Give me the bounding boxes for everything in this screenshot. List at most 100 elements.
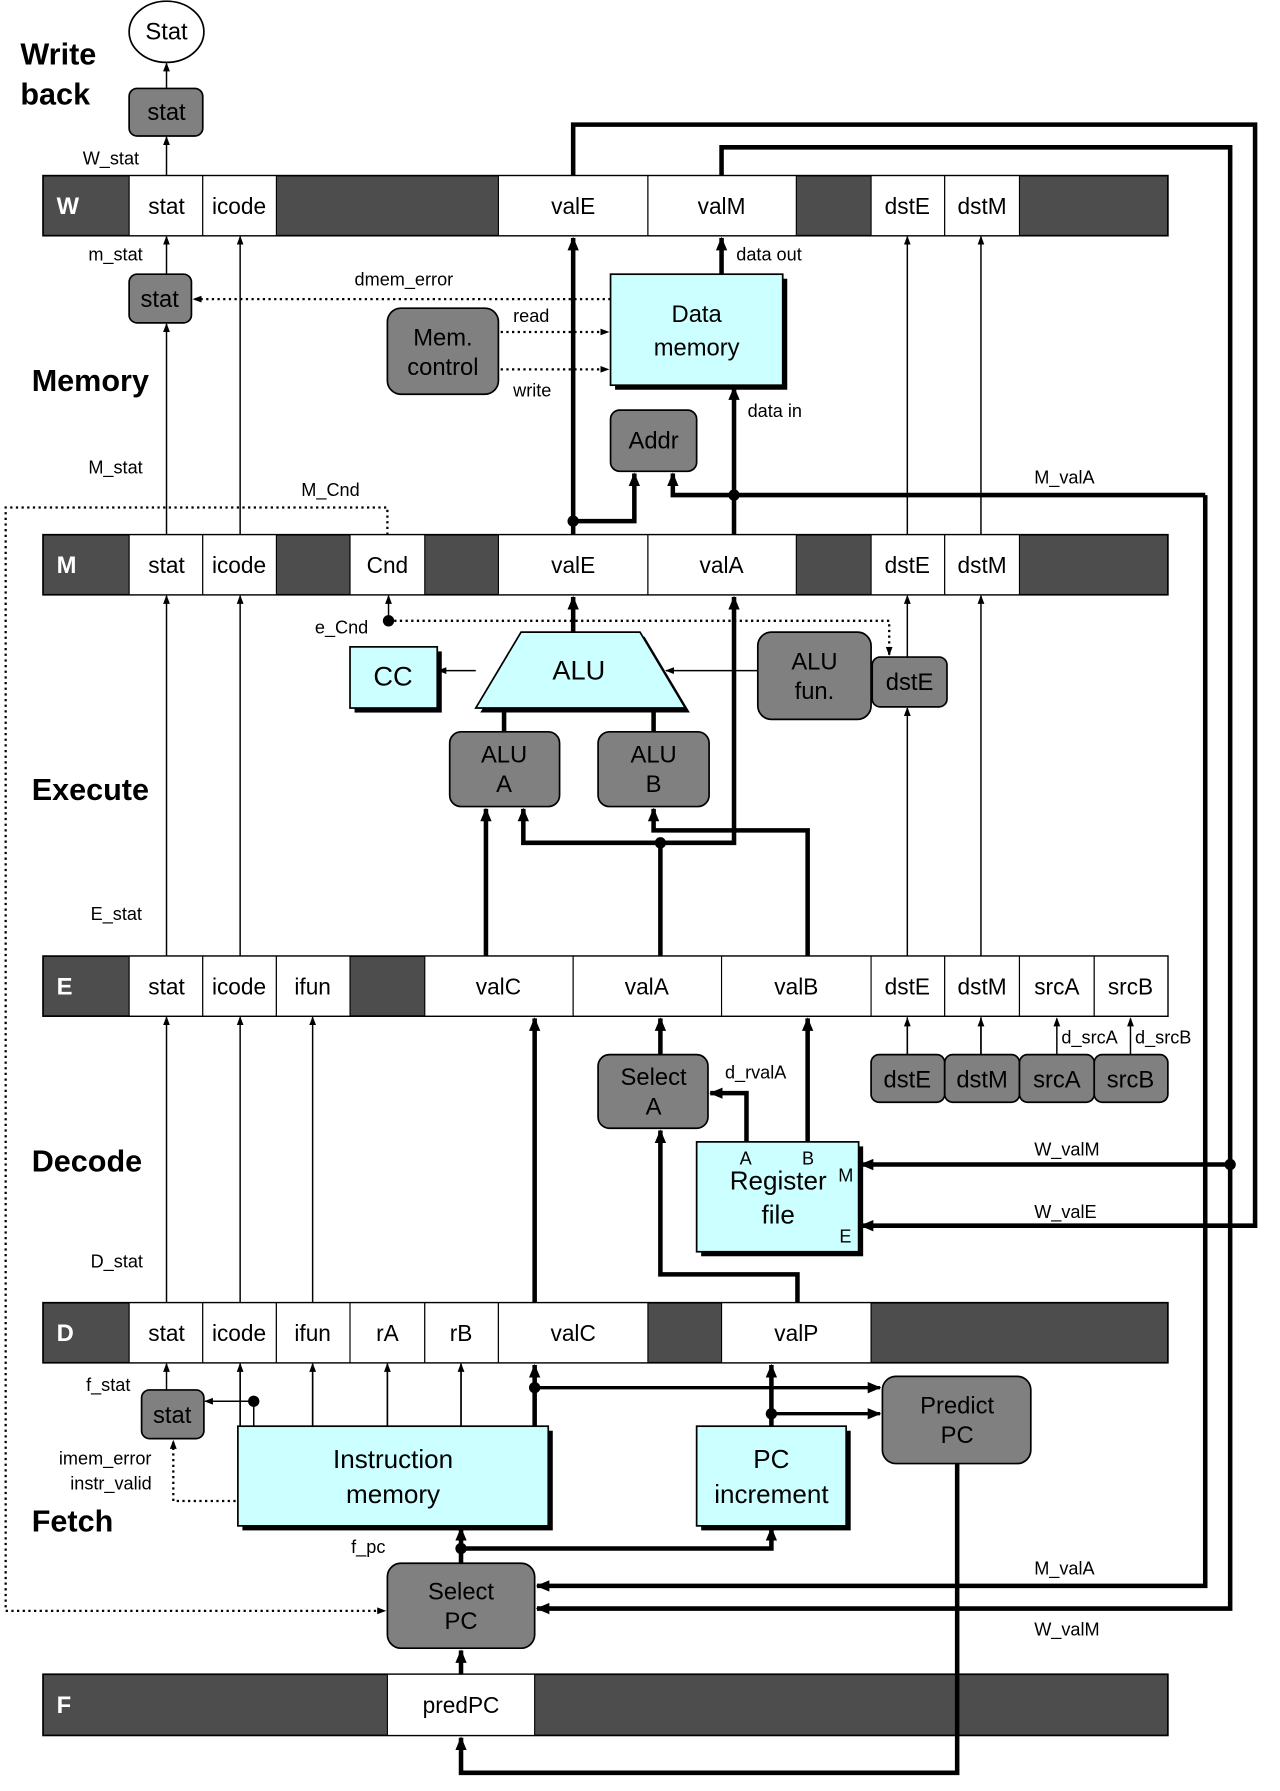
sig-m-stat: m_stat [88, 245, 142, 266]
w-dste: dstE [885, 193, 930, 219]
w-icode: icode [212, 193, 266, 219]
stage-writeback: Write [20, 38, 96, 72]
d-srca-label: srcA [1033, 1067, 1081, 1094]
mem-control-label-2: control [407, 354, 478, 381]
port-b: B [802, 1149, 814, 1169]
stat-output-label: Stat [145, 19, 188, 46]
sig-read: read [513, 306, 549, 326]
sig-d-srcb: d_srcB [1135, 1027, 1191, 1048]
sig-imem-error: imem_error [59, 1449, 152, 1470]
stage-decode: Decode [32, 1144, 142, 1178]
w-stat: stat [148, 193, 185, 219]
d-dste-label: dstE [884, 1067, 932, 1094]
cc-block [349, 646, 439, 709]
sig-M-vala-2: M_valA [1034, 1559, 1095, 1580]
mem-control [386, 307, 500, 396]
cc-label: CC [373, 660, 412, 691]
w-stat-block-label: stat [147, 99, 186, 126]
stage-memory: Memory [32, 364, 149, 398]
stage-execute: Execute [32, 773, 149, 807]
alu-a-label: ALU [481, 741, 527, 768]
mem-control-label: Mem. [413, 325, 472, 352]
d-srcb-label: srcB [1107, 1067, 1155, 1094]
pipeline-register-w: W stat icode valE valM dstE dstM [42, 174, 1169, 237]
w-valm: valM [698, 193, 746, 219]
pipeline-register-d: D stat icode ifun rA rB valC valP [42, 1301, 1169, 1364]
instruction-memory-label: Instruction [333, 1444, 453, 1474]
sig-M-vala: M_valA [1034, 468, 1095, 489]
select-pc-label: Select [428, 1579, 494, 1606]
blocks: Stat stat stat Mem. control Data memory … [128, 0, 1169, 1650]
predict-pc-label: Predict [920, 1393, 994, 1420]
data-memory-label-2: memory [654, 335, 740, 362]
select-a-label: Select [621, 1064, 687, 1091]
predict-pc-label-2: PC [941, 1422, 974, 1449]
alu-fun [756, 631, 872, 721]
register-label: M [57, 552, 77, 579]
pipeline-register-f: F predPC [42, 1673, 1169, 1737]
pipeline-register-m: M stat icode Cnd valE valA dstE dstM [42, 533, 1169, 596]
pc-increment [695, 1425, 848, 1527]
port-e: E [839, 1227, 851, 1247]
sig-E-stat: E_stat [91, 904, 142, 925]
d-icode: icode [212, 1320, 266, 1346]
e-icode: icode [212, 974, 266, 1000]
register-label: D [57, 1320, 74, 1347]
sig-W-valm: W_valM [1034, 1139, 1099, 1160]
m-stat-block [128, 273, 193, 324]
register-label: E [57, 974, 73, 1001]
alu-a-label-2: A [496, 771, 512, 798]
d-ifun: ifun [294, 1320, 331, 1346]
e-valb: valB [774, 974, 818, 1000]
sig-d-rvala: d_rvalA [725, 1062, 787, 1083]
e-dstm: dstM [958, 974, 1007, 1000]
m-dstm: dstM [958, 552, 1007, 578]
sig-W-valm-2: W_valM [1034, 1620, 1099, 1641]
sig-data-out: data out [736, 245, 801, 265]
sig-data-in: data in [748, 401, 802, 421]
e-dste: dstE [885, 974, 930, 1000]
d-valp: valP [774, 1320, 818, 1346]
select-pc-label-2: PC [445, 1608, 478, 1635]
e-dste-block-label: dstE [886, 669, 934, 696]
signal-labels: W_stat m_stat dmem_error read write data… [59, 148, 1191, 1640]
wires [4, 62, 1258, 1776]
data-memory-label: Data [672, 301, 723, 328]
addr-label: Addr [628, 428, 678, 455]
e-srca: srcA [1034, 974, 1080, 1000]
sig-dmem-error: dmem_error [355, 270, 454, 291]
register-file-label-2: file [762, 1199, 795, 1229]
sig-f-stat: f_stat [86, 1375, 130, 1396]
d-stat: stat [148, 1320, 185, 1346]
register-file [695, 1141, 860, 1253]
m-cnd: Cnd [367, 552, 409, 578]
pc-increment-label: PC [753, 1444, 789, 1474]
m-vala: valA [700, 552, 745, 578]
sig-d-srca: d_srcA [1061, 1027, 1118, 1048]
port-a: A [740, 1149, 753, 1169]
predict-pc [881, 1375, 1032, 1465]
select-a-label-2: A [646, 1094, 662, 1121]
select-pc [386, 1562, 536, 1650]
pc-increment-label-2: increment [714, 1479, 829, 1509]
e-ifun: ifun [294, 974, 331, 1000]
register-label: W [57, 193, 80, 220]
d-rb: rB [450, 1320, 473, 1346]
w-dstm: dstM [958, 193, 1007, 219]
alu-label: ALU [552, 655, 605, 686]
register-file-label: Register [730, 1165, 827, 1195]
alu-fun-label-2: fun. [795, 678, 835, 705]
m-stat: stat [148, 552, 185, 578]
d-dstm-label: dstM [956, 1067, 1008, 1094]
sig-M-cnd: M_Cnd [301, 480, 359, 501]
stage-fetch: Fetch [32, 1505, 114, 1539]
d-valc: valC [551, 1320, 596, 1346]
m-icode: icode [212, 552, 266, 578]
sig-w-stat: W_stat [83, 148, 139, 169]
e-vala: valA [625, 974, 670, 1000]
e-stat: stat [148, 974, 185, 1000]
w-vale: valE [551, 193, 595, 219]
m-vale: valE [551, 552, 595, 578]
m-dste: dstE [885, 552, 930, 578]
